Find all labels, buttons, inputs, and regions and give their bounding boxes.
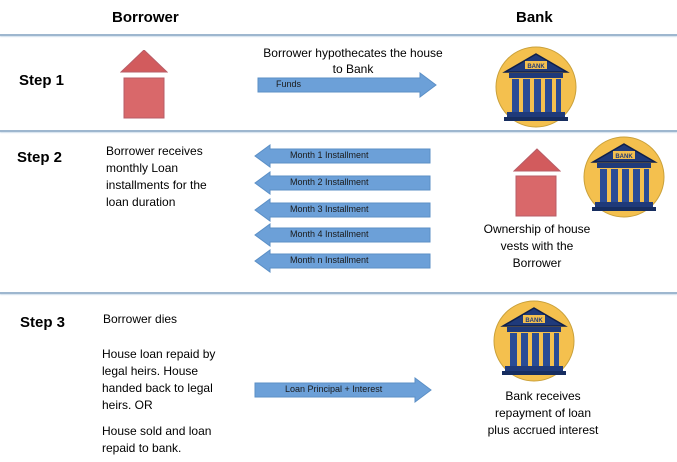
- installment-label: Month 1 Installment: [290, 150, 369, 160]
- borrower-column-header: Borrower: [112, 9, 179, 26]
- installment-arrow: Month 2 Installment: [254, 171, 432, 195]
- house-icon: [512, 147, 562, 217]
- borrower-dies-text: Borrower dies: [103, 312, 178, 326]
- step-1-label: Step 1: [19, 72, 65, 89]
- bank-icon: BANK: [493, 300, 575, 382]
- svg-text:BANK: BANK: [527, 64, 545, 70]
- house-sold-text: House sold and loan repaid to bank.: [102, 424, 212, 455]
- repayment-arrow: Loan Principal + Interest: [254, 377, 433, 403]
- divider-step2: [0, 130, 677, 132]
- funds-arrow: Funds: [257, 72, 438, 98]
- svg-text:BANK: BANK: [615, 154, 633, 160]
- ownership-text: Ownership of house vests with the Borrow…: [483, 222, 591, 270]
- installment-label: Month 3 Installment: [290, 204, 369, 214]
- repaid-by-heirs-text: House loan repaid by legal heirs. House …: [102, 347, 216, 412]
- step-2-label: Step 2: [17, 149, 63, 166]
- installment-label: Month n Installment: [290, 255, 369, 265]
- bank-column-header: Bank: [516, 9, 553, 26]
- installment-arrow: Month 3 Installment: [254, 198, 432, 222]
- funds-label: Funds: [276, 79, 302, 89]
- bank-icon: BANK: [583, 136, 665, 218]
- divider-top: [0, 34, 677, 36]
- installment-label: Month 2 Installment: [290, 177, 369, 187]
- step-3-label: Step 3: [20, 314, 66, 331]
- repayment-label: Loan Principal + Interest: [285, 384, 383, 394]
- installment-arrow: Month 4 Installment: [254, 223, 432, 247]
- installment-label: Month 4 Installment: [290, 229, 369, 239]
- svg-text:BANK: BANK: [525, 318, 543, 324]
- installment-arrow: Month n Installment: [254, 249, 432, 273]
- step-2-borrower-text: Borrower receives monthly Loan installme…: [106, 144, 207, 209]
- divider-step3: [0, 292, 677, 294]
- bank-receives-text: Bank receives repayment of loan plus acc…: [487, 389, 599, 437]
- house-icon: [119, 49, 169, 120]
- installment-arrow: Month 1 Installment: [254, 144, 432, 168]
- bank-icon: BANK: [495, 46, 577, 128]
- step-1-arrow-title: Borrower hypothecates the house to Bank: [263, 46, 443, 76]
